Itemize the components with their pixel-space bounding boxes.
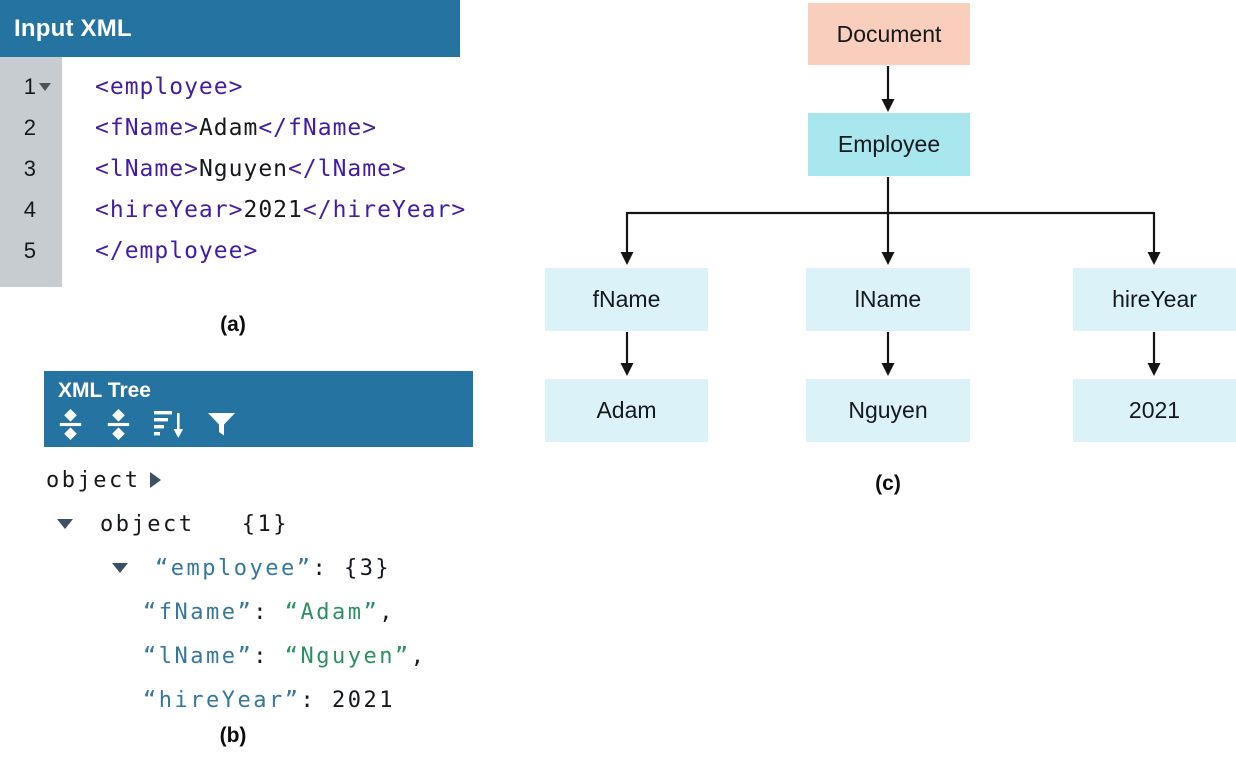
node-hireyear: hireYear: [1073, 268, 1236, 331]
code-text: <hireYear>2021</hireYear>: [95, 196, 467, 223]
code-text: <employee>: [95, 73, 244, 100]
filter-icon[interactable]: [208, 412, 235, 437]
collapse-caret-icon[interactable]: [112, 563, 128, 573]
tree-row: “hireYear”: 2021: [46, 678, 516, 722]
code-text: <fName>Adam</fName>: [95, 114, 378, 141]
line-number-gutter: [0, 57, 62, 287]
node-document: Document: [808, 3, 970, 65]
input-xml-header: Input XML: [0, 0, 460, 57]
subfigure-label-c: (c): [875, 472, 901, 495]
tree-row: object {1}: [46, 502, 516, 546]
collapse-caret-icon[interactable]: [57, 519, 73, 529]
node-fname: fName: [545, 268, 708, 331]
input-xml-title: Input XML: [14, 14, 132, 42]
xml-code-area: 1 <employee> 2 <fName>Adam</fName> 3 <lName>N…: [0, 66, 600, 271]
code-line: 1 <employee>: [0, 66, 600, 107]
tree-row-text: “fName”: “Adam”,: [143, 599, 395, 625]
tree-breadcrumb: object: [46, 458, 516, 502]
tree-row: “fName”: “Adam”,: [46, 590, 516, 634]
code-line: 5 </employee>: [0, 230, 600, 271]
tree-row: “employee”: {3}: [46, 546, 516, 590]
node-adam: Adam: [545, 379, 708, 442]
xml-tree-toolbar: [58, 409, 473, 440]
expand-caret-icon[interactable]: [150, 472, 162, 488]
node-employee: Employee: [808, 113, 970, 176]
code-text: </employee>: [95, 237, 259, 264]
code-line: 4 <hireYear>2021</hireYear>: [0, 189, 600, 230]
node-nguyen: Nguyen: [806, 379, 970, 442]
code-line: 3 <lName>Nguyen</lName>: [0, 148, 600, 189]
subfigure-label-a: (a): [220, 313, 246, 336]
line-number: 1: [0, 74, 62, 100]
xml-tree-title: XML Tree: [58, 379, 151, 402]
tree-row-text: object {1}: [100, 511, 289, 537]
line-number: 5: [23, 237, 36, 263]
line-number: 4: [23, 196, 36, 222]
xml-tree-view: object object {1} “employee”: {3} “fName”: …: [46, 458, 516, 722]
node-lname: lName: [806, 268, 970, 331]
line-number: 2: [23, 114, 36, 140]
collapse-all-icon[interactable]: [106, 409, 131, 440]
tree-row: “lName”: “Nguyen”,: [46, 634, 516, 678]
expand-all-icon[interactable]: [58, 409, 83, 440]
fold-caret-icon[interactable]: [39, 82, 51, 91]
tree-row-text: “hireYear”: 2021: [143, 687, 395, 713]
node-2021: 2021: [1073, 379, 1236, 442]
tree-row-text: object: [46, 467, 141, 493]
tree-row-text: “employee”: {3}: [155, 555, 392, 581]
code-line: 2 <fName>Adam</fName>: [0, 107, 600, 148]
subfigure-label-b: (b): [219, 724, 247, 747]
code-text: <lName>Nguyen</lName>: [95, 155, 407, 182]
xml-tree-header: XML Tree: [44, 371, 473, 447]
sort-icon[interactable]: [154, 410, 185, 439]
tree-row-text: “lName”: “Nguyen”,: [143, 643, 427, 669]
line-number: 3: [23, 155, 36, 181]
